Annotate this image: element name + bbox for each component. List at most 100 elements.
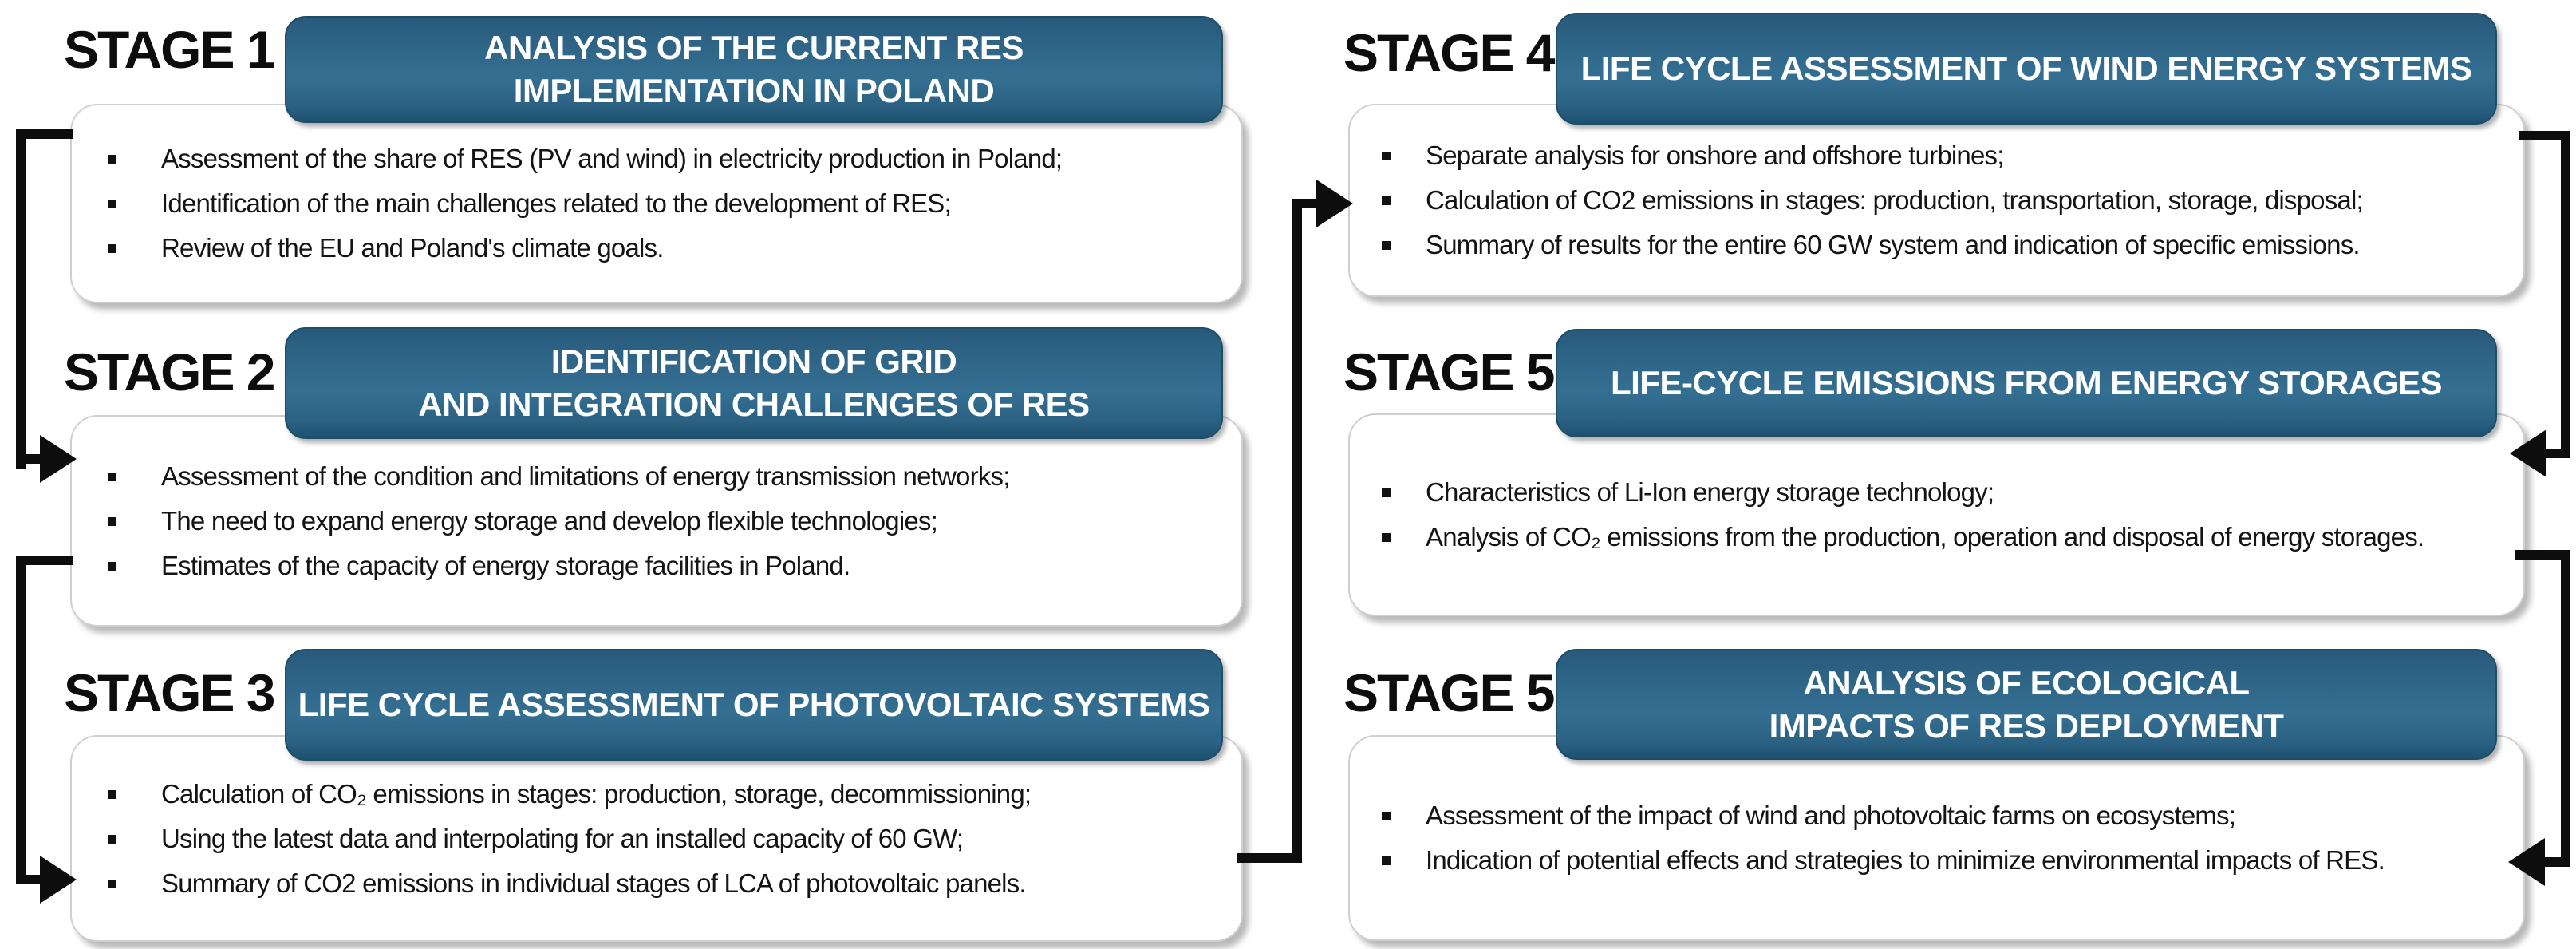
bullet-text: Analysis of CO₂ emissions from the produ… bbox=[1426, 522, 2424, 552]
square-bullet-icon bbox=[108, 516, 116, 526]
arrow-right-icon bbox=[1316, 180, 1353, 227]
bullet-text: Assessment of the condition and limitati… bbox=[161, 461, 1010, 491]
square-bullet-icon bbox=[1382, 152, 1391, 160]
stage-3-title-line-1: LIFE CYCLE ASSESSMENT OF PHOTOVOLTAIC SY… bbox=[298, 686, 1210, 723]
stage-1-label: STAGE 1 bbox=[64, 20, 276, 79]
bullet-text: Assessment of the share of RES (PV and w… bbox=[161, 144, 1063, 173]
connector-stage3-to-stage4-horizontal bbox=[1237, 853, 1302, 863]
connector-stage3-to-stage4-stub bbox=[1292, 199, 1320, 208]
list-item: Characteristics of Li-Ion energy storage… bbox=[1350, 470, 2523, 515]
stage-4-title-line-1: LIFE CYCLE ASSESSMENT OF WIND ENERGY SYS… bbox=[1580, 49, 2472, 87]
stage-6-title-line-1: ANALYSIS OF ECOLOGICAL bbox=[1803, 663, 2250, 702]
list-item: Separate analysis for onshore and offsho… bbox=[1350, 133, 2523, 178]
list-item: Estimates of the capacity of energy stor… bbox=[72, 544, 1241, 588]
square-bullet-icon bbox=[108, 789, 116, 799]
stage-1-body: Assessment of the share of RES (PV and w… bbox=[70, 104, 1243, 303]
bullet-text: Identification of the main challenges re… bbox=[161, 188, 952, 218]
stage-6-label: STAGE 5 bbox=[1343, 663, 1556, 722]
connector-stage2-to-stage3-stub bbox=[16, 875, 45, 884]
stage-6-bullet-list: Assessment of the impact of wind and pho… bbox=[1350, 793, 2523, 883]
bullet-text: Calculation of CO2 emissions in stages: … bbox=[1426, 185, 2364, 215]
bullet-text: The need to expand energy storage and de… bbox=[161, 505, 938, 536]
stage-5-body: Characteristics of Li-Ion energy storage… bbox=[1348, 413, 2525, 616]
square-bullet-icon bbox=[108, 879, 116, 888]
bullet-text: Assessment of the impact of wind and pho… bbox=[1426, 801, 2236, 830]
stage-1-bullet-list: Assessment of the share of RES (PV and w… bbox=[72, 136, 1241, 271]
stage-5-header: LIFE-CYCLE EMISSIONS FROM ENERGY STORAGE… bbox=[1556, 329, 2497, 437]
stage-4-bullet-list: Separate analysis for onshore and offsho… bbox=[1350, 133, 2523, 267]
stage-6-body: Assessment of the impact of wind and pho… bbox=[1348, 735, 2525, 941]
list-item: Calculation of CO2 emissions in stages: … bbox=[1350, 178, 2523, 223]
stage-1-title-line-2: IMPLEMENTATION IN POLAND bbox=[513, 72, 995, 109]
arrow-left-icon bbox=[2508, 838, 2545, 886]
connector-stage3-to-stage4-vertical bbox=[1292, 199, 1302, 863]
connector-stage2-to-stage3-horizontal bbox=[16, 556, 73, 565]
stage-2-header: IDENTIFICATION OF GRID AND INTEGRATION C… bbox=[285, 327, 1223, 439]
square-bullet-icon bbox=[1382, 533, 1391, 542]
square-bullet-icon bbox=[108, 244, 116, 253]
stage-5-label: STAGE 5 bbox=[1343, 342, 1556, 401]
connector-stage5-to-stage6-horizontal bbox=[2515, 550, 2570, 560]
connector-stage4-to-stage5-horizontal bbox=[2519, 131, 2570, 140]
stage-6-header: ANALYSIS OF ECOLOGICAL IMPACTS OF RES DE… bbox=[1556, 649, 2497, 760]
square-bullet-icon bbox=[1382, 856, 1391, 865]
square-bullet-icon bbox=[108, 561, 116, 571]
stage-2-label: STAGE 2 bbox=[64, 342, 276, 401]
connector-stage1-to-stage2-horizontal bbox=[16, 129, 73, 139]
bullet-text: Separate analysis for onshore and offsho… bbox=[1426, 140, 2004, 170]
connector-stage5-to-stage6-vertical bbox=[2561, 550, 2570, 867]
list-item: Review of the EU and Poland's climate go… bbox=[72, 226, 1241, 271]
list-item: Indication of potential effects and stra… bbox=[1350, 838, 2523, 883]
stage-2-body: Assessment of the condition and limitati… bbox=[70, 415, 1243, 627]
arrow-right-icon bbox=[40, 856, 77, 904]
square-bullet-icon bbox=[1382, 812, 1391, 820]
stage-5-title-line-1: LIFE-CYCLE EMISSIONS FROM ENERGY STORAGE… bbox=[1610, 364, 2443, 401]
stage-2-bullet-list: Assessment of the condition and limitati… bbox=[72, 454, 1241, 588]
arrow-left-icon bbox=[2510, 429, 2546, 477]
square-bullet-icon bbox=[108, 472, 116, 481]
bullet-text: Calculation of CO₂ emissions in stages: … bbox=[161, 778, 1032, 809]
connector-stage1-to-stage2-stub bbox=[16, 454, 45, 464]
square-bullet-icon bbox=[1382, 241, 1391, 250]
list-item: Using the latest data and interpolating … bbox=[72, 817, 1241, 861]
bullet-text: Estimates of the capacity of energy stor… bbox=[161, 550, 850, 580]
list-item: Summary of results for the entire 60 GW … bbox=[1350, 223, 2523, 267]
bullet-text: Indication of potential effects and stra… bbox=[1426, 845, 2385, 875]
stage-2-title-line-1: IDENTIFICATION OF GRID bbox=[550, 342, 957, 380]
connector-stage5-to-stage6-stub bbox=[2545, 857, 2570, 867]
connector-stage4-to-stage5-stub bbox=[2545, 449, 2570, 458]
stage-3-bullet-list: Calculation of CO₂ emissions in stages: … bbox=[72, 772, 1241, 906]
stage-4-body: Separate analysis for onshore and offsho… bbox=[1348, 104, 2525, 297]
bullet-text: Using the latest data and interpolating … bbox=[161, 823, 964, 853]
bullet-text: Review of the EU and Poland's climate go… bbox=[161, 233, 664, 263]
stage-6-title-line-2: IMPACTS OF RES DEPLOYMENT bbox=[1769, 706, 2284, 745]
connector-stage1-to-stage2-vertical bbox=[16, 129, 26, 469]
list-item: Assessment of the impact of wind and pho… bbox=[1350, 793, 2523, 838]
stage-1-title-line-1: ANALYSIS OF THE CURRENT RES bbox=[484, 29, 1024, 66]
stage-3-label: STAGE 3 bbox=[64, 663, 276, 722]
stage-3-body: Calculation of CO₂ emissions in stages: … bbox=[70, 735, 1243, 942]
stage-4-label: STAGE 4 bbox=[1343, 23, 1556, 82]
stage-4-header: LIFE CYCLE ASSESSMENT OF WIND ENERGY SYS… bbox=[1556, 13, 2497, 125]
list-item: Identification of the main challenges re… bbox=[72, 181, 1241, 226]
square-bullet-icon bbox=[108, 834, 116, 844]
bullet-text: Characteristics of Li-Ion energy storage… bbox=[1426, 477, 1994, 507]
list-item: Analysis of CO₂ emissions from the produ… bbox=[1350, 515, 2523, 560]
arrow-right-icon bbox=[40, 435, 77, 483]
square-bullet-icon bbox=[1382, 488, 1391, 497]
list-item: Assessment of the condition and limitati… bbox=[72, 454, 1241, 499]
stage-3-header: LIFE CYCLE ASSESSMENT OF PHOTOVOLTAIC SY… bbox=[285, 649, 1223, 761]
bullet-text: Summary of results for the entire 60 GW … bbox=[1426, 230, 2361, 259]
list-item: Summary of CO2 emissions in individual s… bbox=[72, 861, 1241, 906]
square-bullet-icon bbox=[1382, 196, 1391, 205]
list-item: Calculation of CO₂ emissions in stages: … bbox=[72, 772, 1241, 817]
stage-2-title-line-2: AND INTEGRATION CHALLENGES OF RES bbox=[418, 386, 1090, 423]
square-bullet-icon bbox=[108, 200, 116, 208]
bullet-text: Summary of CO2 emissions in individual s… bbox=[161, 868, 1027, 898]
square-bullet-icon bbox=[108, 155, 116, 164]
stage-5-bullet-list: Characteristics of Li-Ion energy storage… bbox=[1350, 470, 2523, 560]
list-item: The need to expand energy storage and de… bbox=[72, 499, 1241, 544]
connector-stage4-to-stage5-vertical bbox=[2561, 131, 2570, 458]
connector-stage2-to-stage3-vertical bbox=[16, 556, 26, 884]
